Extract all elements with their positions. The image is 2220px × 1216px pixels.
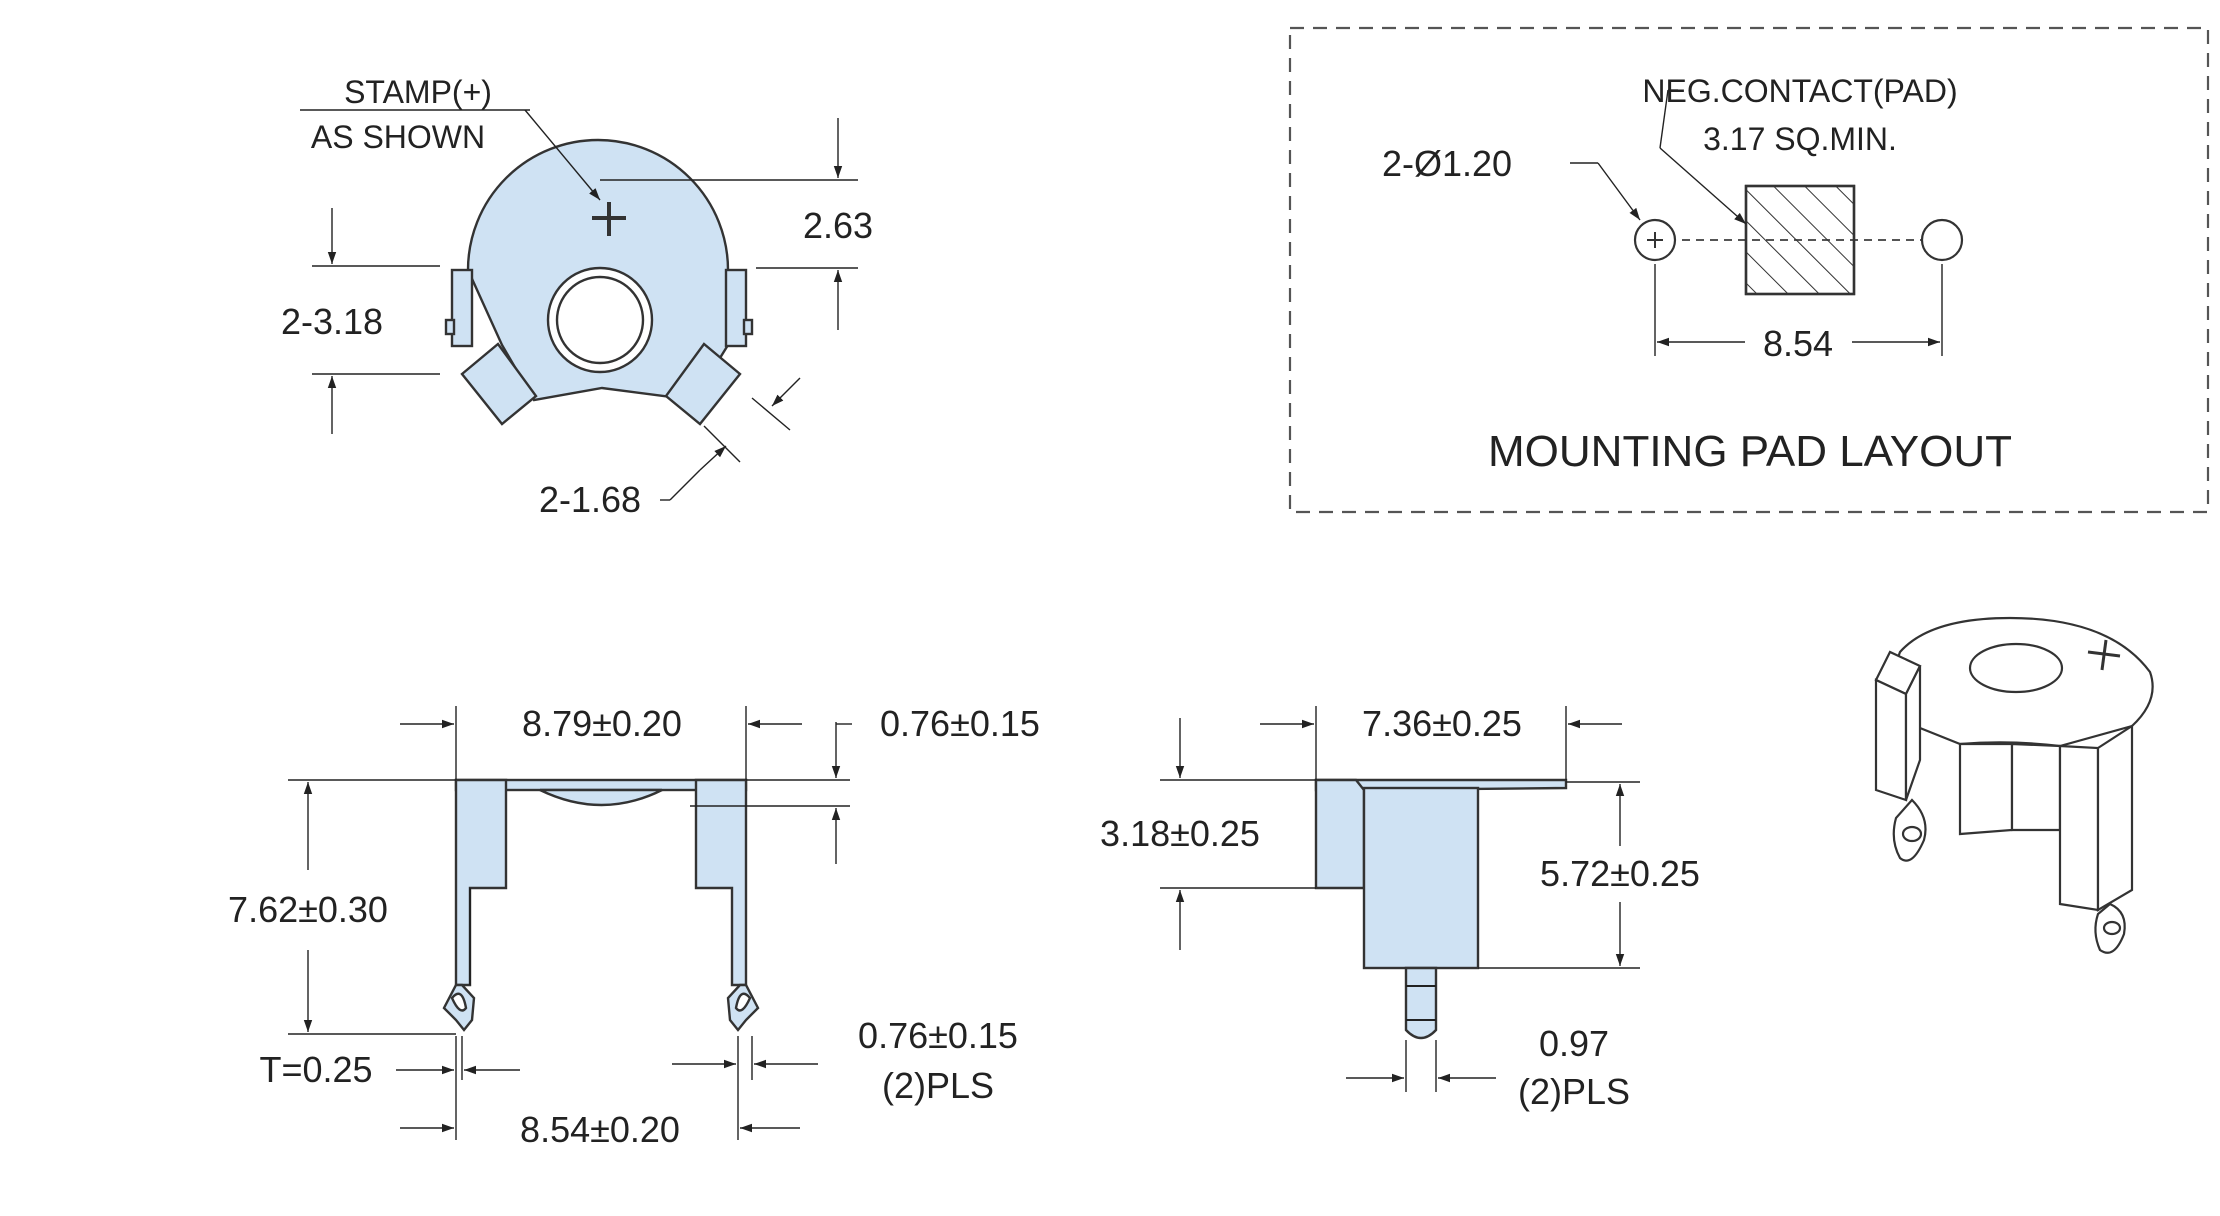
- front-pin-width-note: (2)PLS: [882, 1065, 994, 1106]
- front-thickness-top-label: 0.76±0.15: [880, 703, 1040, 744]
- iso-center-hole: [1968, 642, 2064, 694]
- dim-168-ext-a: [703, 425, 741, 463]
- top-view-left-nub: [444, 318, 456, 336]
- front-top-width-label: 8.79±0.20: [522, 703, 682, 744]
- iso-right-wall-face: [2058, 744, 2100, 912]
- front-thickness-label: T=0.25: [259, 1049, 372, 1090]
- iso-inner-wall: [1958, 742, 2014, 836]
- front-right-pin-eye: [734, 992, 752, 1012]
- front-center-bulge: [539, 788, 663, 807]
- top-view: STAMP(+) AS SHOWN 2.63 2-3.18 2-1.68: [281, 74, 873, 520]
- front-pin-pitch-label: 8.54±0.20: [520, 1109, 680, 1150]
- top-view-center-hole-inner: [555, 275, 645, 365]
- side-left-flange: [1314, 778, 1366, 890]
- iso-inner-wall-side: [2010, 742, 2062, 832]
- stamp-note-line1: STAMP(+): [344, 74, 492, 110]
- neg-leader-b: [1659, 147, 1747, 225]
- front-height-label: 7.62±0.30: [228, 889, 388, 930]
- neg-contact-label-1: NEG.CONTACT(PAD): [1642, 73, 1957, 109]
- dim-168-ext-b: [751, 397, 791, 431]
- plus-stamp-icon: [592, 202, 626, 236]
- dim-top-leg-label: 2-1.68: [539, 479, 641, 520]
- dim-top-width-label: 2-3.18: [281, 301, 383, 342]
- side-view: 7.36±0.25 3.18±0.25 5.72±0.25 0.97 (2)PL…: [1100, 703, 1700, 1112]
- iso-right-wall-side: [2096, 723, 2134, 912]
- iso-plus-icon: [2087, 639, 2121, 671]
- neg-contact-pad: [1744, 184, 1856, 296]
- side-upper-label: 3.18±0.25: [1100, 813, 1260, 854]
- pitch-dim-label: 8.54: [1763, 323, 1833, 364]
- side-main-body: [1362, 786, 1480, 970]
- pad-plus-icon: [1647, 232, 1663, 248]
- dim-168-arrow-b: [699, 445, 727, 471]
- front-left-leg: [454, 778, 508, 987]
- stamp-note-line2: AS SHOWN: [311, 119, 485, 155]
- iso-left-wall-face: [1874, 678, 1908, 802]
- hole-dim-leader-b: [1597, 162, 1641, 221]
- side-height-label: 5.72±0.25: [1540, 853, 1700, 894]
- dim-168-leader: [669, 469, 701, 501]
- top-view-left-leg: [460, 342, 538, 426]
- dim-168-arrow-a: [771, 377, 801, 407]
- iso-left-wall-side: [1904, 665, 1922, 801]
- pad-layout: NEG.CONTACT(PAD) 3.17 SQ.MIN. 2-Ø1.20 8.…: [1288, 26, 2210, 514]
- dim-top-height-label: 2.63: [803, 205, 873, 246]
- side-width-label: 7.36±0.25: [1362, 703, 1522, 744]
- hole-dim-label: 2-Ø1.20: [1382, 143, 1512, 184]
- pad-layout-title: MOUNTING PAD LAYOUT: [1488, 427, 2012, 476]
- iso-right-pin-eye: [2102, 920, 2122, 936]
- top-view-right-tab: [724, 268, 748, 348]
- neg-leader-a: [1659, 89, 1669, 149]
- side-pin-note: (2)PLS: [1518, 1071, 1630, 1112]
- neg-contact-label-2: 3.17 SQ.MIN.: [1703, 121, 1897, 157]
- stamp-note-leader: [524, 109, 601, 201]
- side-pin: [1404, 966, 1438, 1040]
- top-view-right-nub: [742, 318, 754, 336]
- iso-left-pin-eye: [1901, 825, 1923, 843]
- side-pin-label: 0.97: [1539, 1023, 1609, 1064]
- front-pin-width-label: 0.76±0.15: [858, 1015, 1018, 1056]
- front-right-leg: [694, 778, 748, 987]
- top-view-left-tab: [450, 268, 474, 348]
- front-left-pin-eye: [450, 992, 468, 1012]
- pad-hole-negative: [1920, 218, 1964, 262]
- top-view-right-leg: [664, 342, 742, 426]
- pad-layout-frame: [1288, 26, 2210, 514]
- isometric-view: [1874, 616, 2154, 954]
- front-view: 8.79±0.20 0.76±0.15 7.62±0.30 T=0.25 0.7…: [228, 703, 1040, 1150]
